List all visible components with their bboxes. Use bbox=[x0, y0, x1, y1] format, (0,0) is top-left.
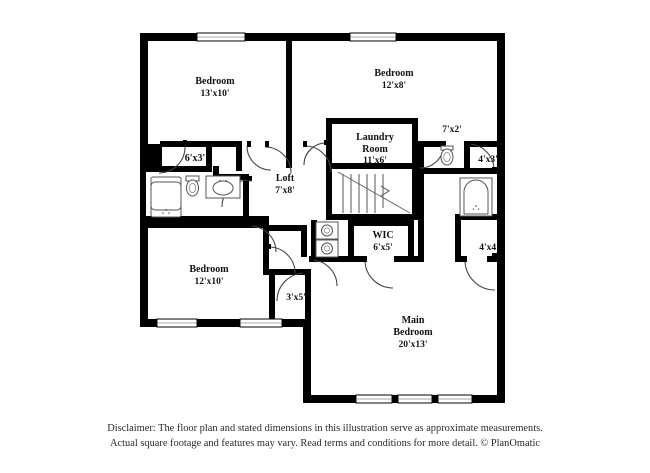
window-bottom-main-3 bbox=[437, 394, 473, 404]
room-label-main-bedroom-line1: Main bbox=[402, 315, 425, 326]
bathtub-icon bbox=[150, 176, 182, 218]
window-top-2 bbox=[349, 32, 397, 42]
washer-icon bbox=[315, 221, 339, 240]
door-jambs bbox=[183, 140, 498, 275]
room-label-main-bedroom-line2: Bedroom bbox=[393, 327, 433, 338]
toilet-icon-right bbox=[440, 145, 454, 166]
room-label-bedroom-top-left: Bedroom bbox=[195, 76, 235, 87]
dryer-icon bbox=[315, 239, 339, 258]
room-dim-closet-6x3: 6'x3' bbox=[185, 153, 206, 164]
window-bottom-left-2 bbox=[239, 318, 283, 328]
room-label-loft: Loft bbox=[276, 173, 295, 184]
room-dim-bedroom-bottom-left: 12'x10' bbox=[194, 277, 223, 287]
room-label-wic: WIC bbox=[372, 230, 393, 241]
room-label-bedroom-top-right: Bedroom bbox=[374, 68, 414, 79]
room-dim-bedroom-top-left: 13'x10' bbox=[200, 89, 229, 99]
shower-icon bbox=[459, 177, 493, 217]
disclaimer-line-1: Disclaimer: The floor plan and stated di… bbox=[107, 423, 543, 434]
window-top-1 bbox=[196, 32, 246, 42]
room-dim-closet-3x5: 3'x5' bbox=[286, 293, 306, 303]
room-dim-bath-4x3: 4'x3' bbox=[478, 155, 498, 165]
disclaimer: Disclaimer: The floor plan and stated di… bbox=[0, 422, 650, 451]
room-label-laundry-room-line1: Laundry bbox=[356, 132, 394, 143]
room-dim-laundry-room: 11'x6' bbox=[363, 156, 387, 166]
room-dim-main-bedroom: 20'x13' bbox=[398, 340, 427, 350]
window-bottom-main-2 bbox=[397, 394, 433, 404]
disclaimer-line-2: Actual square footage and features may v… bbox=[110, 437, 540, 449]
wall-segment-left-closet bbox=[146, 144, 162, 166]
sink-icon bbox=[205, 175, 241, 199]
room-dim-bath-4x4: 4'x4' bbox=[479, 243, 499, 253]
window-group bbox=[156, 32, 473, 404]
room-label-bedroom-bottom-left: Bedroom bbox=[189, 264, 229, 275]
room-dim-closet-7x2: 7'x2' bbox=[442, 125, 462, 135]
toilet-icon bbox=[185, 175, 200, 197]
window-bottom-main-1 bbox=[355, 394, 393, 404]
room-labels: Bedroom 13'x10' Bedroom 12'x8' 6'x3' Lau… bbox=[185, 68, 499, 350]
room-dim-bedroom-top-right: 12'x8' bbox=[382, 81, 406, 91]
window-bottom-left-1 bbox=[156, 318, 198, 328]
room-label-laundry-room-line2: Room bbox=[362, 144, 388, 155]
room-dim-wic: 6'x5' bbox=[373, 243, 393, 253]
room-dim-loft: 7'x8' bbox=[275, 186, 295, 196]
stairs-icon bbox=[337, 171, 411, 214]
